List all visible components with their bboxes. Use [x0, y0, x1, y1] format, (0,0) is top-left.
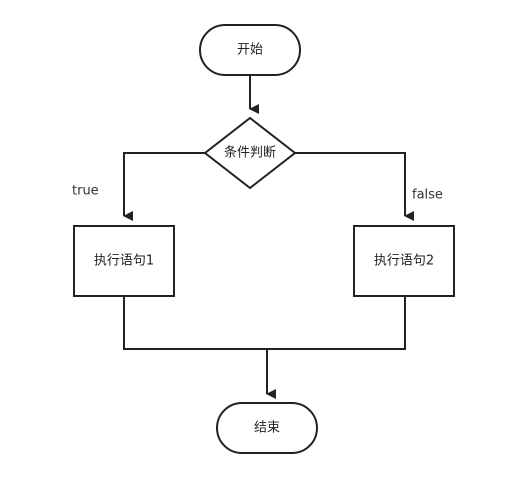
- end-label: 结束: [254, 421, 280, 436]
- node-decision: 条件判断: [203, 116, 297, 190]
- decision-label: 条件判断: [224, 145, 276, 161]
- edge-stmt1-to-merge: [123, 296, 267, 350]
- edge-decision-to-stmt1: [123, 152, 205, 221]
- false-branch-label: false: [412, 188, 443, 203]
- decision-diamond-shape: [203, 116, 297, 190]
- node-stmt2: 执行语句2: [353, 225, 455, 297]
- end-terminal-shape: [216, 402, 318, 454]
- stmt2-label: 执行语句2: [374, 254, 434, 269]
- edge-stmt2-to-merge: [267, 296, 406, 350]
- edge-decision-to-stmt2: [295, 152, 414, 221]
- node-stmt1: 执行语句1: [73, 225, 175, 297]
- node-start: 开始: [199, 24, 301, 76]
- start-label: 开始: [237, 43, 263, 58]
- true-branch-label: true: [72, 184, 99, 199]
- stmt2-process-shape: [353, 225, 455, 297]
- stmt1-label: 执行语句1: [94, 254, 154, 269]
- edges: [123, 75, 414, 399]
- start-terminal-shape: [199, 24, 301, 76]
- stmt1-process-shape: [73, 225, 175, 297]
- node-end: 结束: [216, 402, 318, 454]
